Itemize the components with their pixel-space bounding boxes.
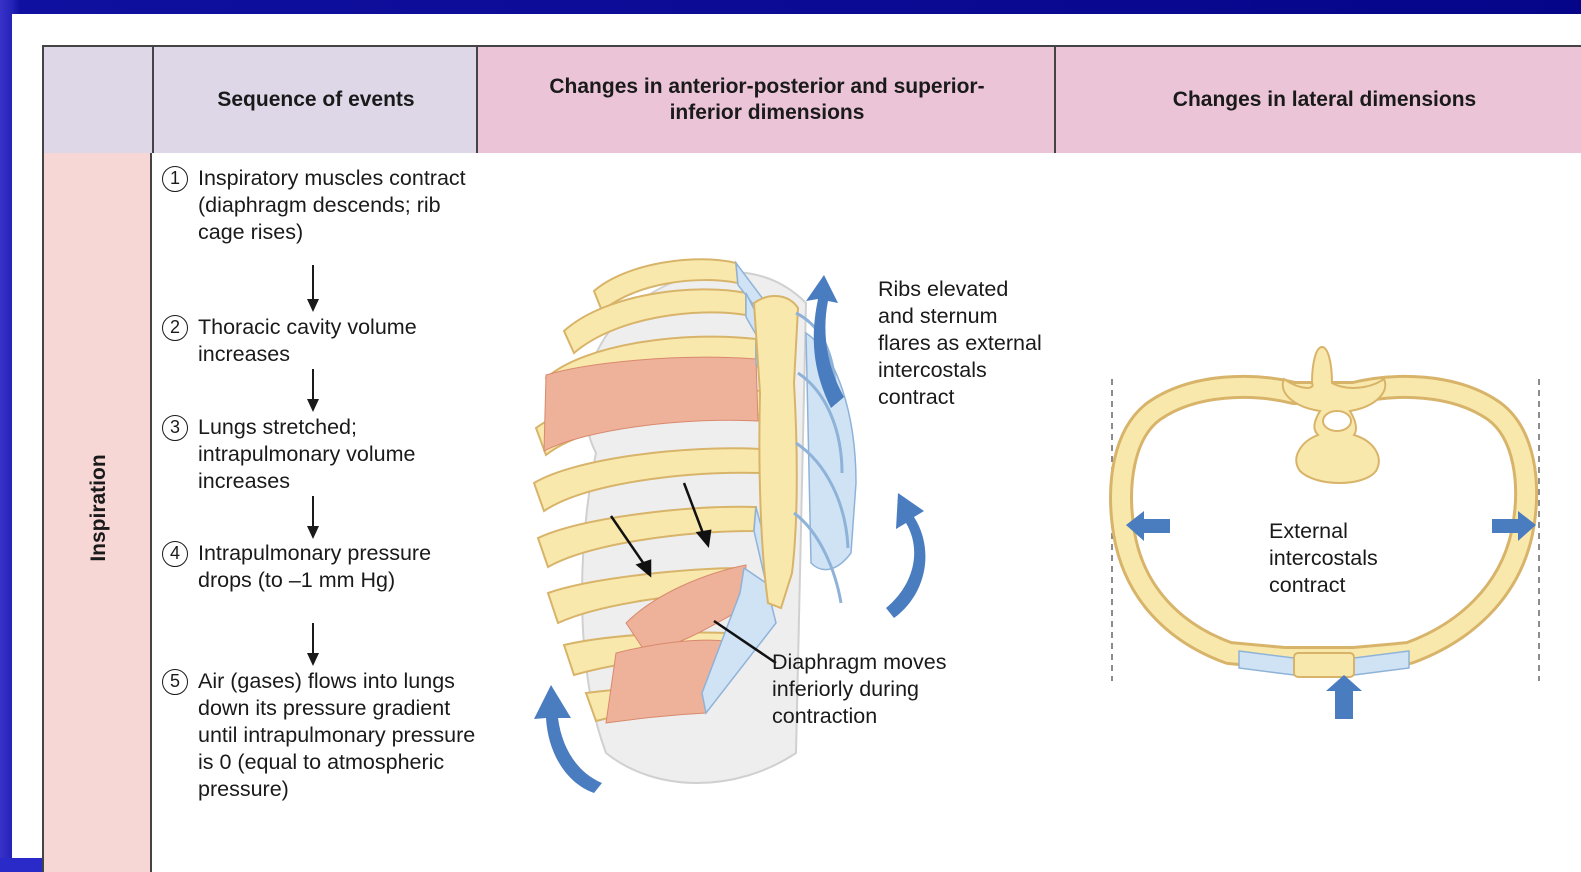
ribs-elevated-label: Ribs elevated and sternum flares as exte… (878, 276, 1048, 411)
step-text: Lungs stretched; intrapulmonary volume i… (198, 415, 416, 493)
step-number: 2 (162, 315, 188, 341)
diaphragm-label: Diaphragm moves inferiorly during contra… (772, 649, 982, 730)
upward-arrow-icon (886, 493, 925, 618)
step-4: 4 Intrapulmonary pressure drops (to –1 m… (198, 540, 478, 594)
sternum-crosssection (1294, 653, 1354, 677)
header-blank-cell (42, 45, 152, 155)
header-sequence-cell: Sequence of events (152, 45, 478, 155)
sequence-column: 1 Inspiratory muscles contract (diaphrag… (152, 153, 478, 872)
down-arrow-icon (305, 369, 321, 413)
up-arrow-icon (1326, 675, 1362, 719)
lateral-column: External intercostals contract (1054, 153, 1581, 872)
step-number: 4 (162, 541, 188, 567)
row-label-cell: Inspiration (42, 153, 152, 872)
header-ap-cell: Changes in anterior-posterior and superi… (476, 45, 1056, 155)
row-label-inspiration: Inspiration (87, 454, 111, 561)
step-number: 5 (162, 669, 188, 695)
step-text: Intrapulmonary pressure drops (to –1 mm … (198, 541, 431, 592)
step-3: 3 Lungs stretched; intrapulmonary volume… (198, 414, 478, 495)
step-1: 1 Inspiratory muscles contract (diaphrag… (198, 165, 478, 246)
down-arrow-icon (305, 496, 321, 540)
step-5: 5 Air (gases) flows into lungs down its … (198, 668, 478, 803)
step-text: Air (gases) flows into lungs down its pr… (198, 669, 475, 801)
header-ap-title: Changes in anterior-posterior and superi… (478, 47, 1056, 153)
figure-panel: Sequence of events Changes in anterior-p… (12, 14, 1581, 858)
rib-cross-section-illustration (1054, 153, 1581, 872)
external-intercostals-label: External intercostals contract (1269, 518, 1399, 599)
step-number: 3 (162, 415, 188, 441)
down-arrow-icon (305, 623, 321, 667)
down-arrow-icon (305, 265, 321, 313)
step-text: Thoracic cavity volume increases (198, 315, 417, 366)
anterior-posterior-column: Ribs elevated and sternum flares as exte… (476, 153, 1056, 872)
step-number: 1 (162, 166, 188, 192)
header-lateral-cell: Changes in lateral dimensions (1054, 45, 1581, 155)
header-sequence-title: Sequence of events (154, 47, 478, 153)
inspiration-table: Sequence of events Changes in anterior-p… (42, 45, 1581, 872)
vertebral-foramen (1323, 411, 1351, 431)
step-2: 2 Thoracic cavity volume increases (198, 314, 478, 368)
step-text: Inspiratory muscles contract (diaphragm … (198, 166, 466, 244)
header-lateral-title: Changes in lateral dimensions (1056, 47, 1581, 153)
rib-cage-illustration (476, 153, 1056, 872)
